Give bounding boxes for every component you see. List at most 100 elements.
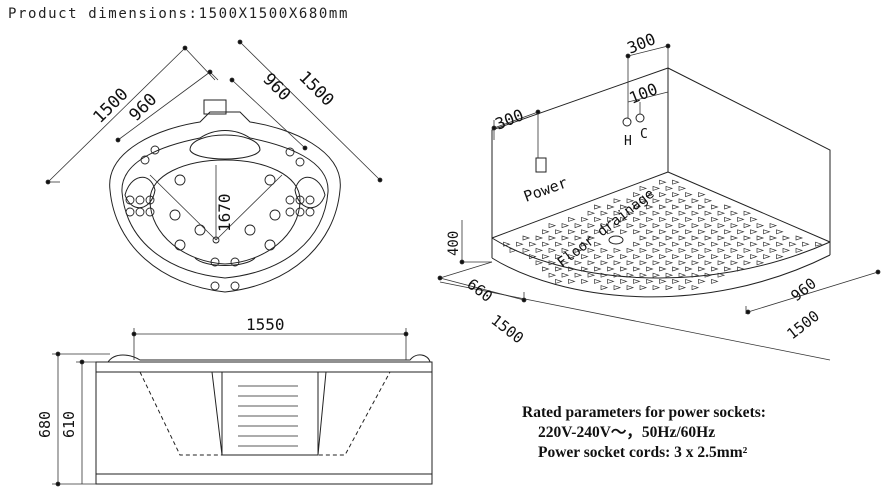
- floor-triangle: [568, 229, 576, 235]
- floor-triangle: [613, 272, 622, 278]
- floor-triangle: [672, 241, 680, 247]
- floor-triangle: [568, 254, 576, 260]
- floor-triangle: [626, 210, 635, 216]
- floor-triangle: [594, 229, 602, 235]
- top-dim-diagonal: 1670: [215, 193, 234, 232]
- floor-triangle: [730, 235, 739, 241]
- side-dim-lines: [52, 328, 409, 487]
- floor-triangle: [516, 241, 524, 247]
- floor-triangle: [626, 198, 635, 204]
- floor-triangle: [639, 185, 648, 191]
- floor-triangle: [639, 198, 648, 204]
- floor-triangle: [529, 241, 537, 247]
- floor-triangle: [743, 260, 752, 266]
- floor-triangle: [535, 247, 544, 253]
- floor-triangle: [626, 260, 635, 266]
- install-dim-valve-height: 100: [626, 79, 660, 107]
- floor-triangle: [750, 254, 758, 260]
- floor-triangle: [678, 235, 687, 241]
- tub-outline: [109, 111, 341, 293]
- floor-triangle: [652, 185, 661, 191]
- floor-triangle: [698, 192, 706, 198]
- floor-triangle: [574, 260, 583, 266]
- floor-triangle: [685, 216, 693, 222]
- install-dim-height: 400: [446, 231, 462, 256]
- floor-triangle: [594, 204, 602, 210]
- floor-triangle: [535, 260, 544, 266]
- floor-triangle: [711, 204, 719, 210]
- floor-triangle: [711, 278, 719, 284]
- floor-triangle: [600, 272, 609, 278]
- floor-triangle: [776, 229, 784, 235]
- floor-triangle: [756, 235, 765, 241]
- floor-triangle: [769, 247, 778, 253]
- floor-triangle: [665, 285, 674, 291]
- floor-triangle: [626, 272, 635, 278]
- floor-triangle: [711, 266, 719, 272]
- floor-triangle: [763, 241, 771, 247]
- floor-triangle: [555, 278, 563, 284]
- floor-triangle: [665, 247, 674, 253]
- floor-triangle: [607, 204, 615, 210]
- floor-triangle: [704, 235, 713, 241]
- floor-triangle: [555, 254, 563, 260]
- floor-triangle: [769, 235, 778, 241]
- floor-triangle: [581, 241, 589, 247]
- floor-triangle: [542, 241, 550, 247]
- floor-triangle: [659, 204, 667, 210]
- floor-triangle: [613, 247, 622, 253]
- install-dim-valve-offset: 300: [624, 29, 658, 57]
- floor-triangle: [691, 260, 700, 266]
- floor-triangle: [646, 216, 654, 222]
- floor-triangle: [646, 204, 654, 210]
- floor-triangle: [717, 247, 726, 253]
- rated-parameters-cords: Power socket cords: 3 x 2.5mm²: [538, 444, 748, 461]
- floor-triangle: [600, 247, 609, 253]
- floor-drain: [608, 235, 624, 245]
- floor-triangle: [730, 260, 739, 266]
- tub-inner-rim: [121, 130, 329, 279]
- floor-triangle: [659, 241, 667, 247]
- floor-triangle: [555, 229, 563, 235]
- install-dim-lines: [437, 43, 881, 361]
- floor-triangle: [633, 278, 641, 284]
- floor-triangle: [613, 210, 622, 216]
- floor-triangle: [737, 229, 745, 235]
- floor-triangle: [652, 198, 661, 204]
- floor-triangle: [646, 266, 654, 272]
- side-dim-total-height: 680: [36, 411, 54, 438]
- product-dimensions-header: Product dimensions:1500X1500X680mm: [8, 6, 349, 22]
- floor-triangle: [685, 266, 693, 272]
- floor-triangle: [613, 260, 622, 266]
- install-label-floor-drain: Floor drainage: [555, 186, 658, 271]
- floor-triangle: [724, 241, 732, 247]
- floor-triangle: [522, 247, 531, 253]
- floor-triangle: [613, 285, 622, 291]
- floor-triangle: [548, 272, 557, 278]
- install-label-cold: C: [640, 127, 648, 142]
- floor-triangle: [652, 223, 661, 229]
- floor-triangle: [698, 254, 706, 260]
- side-basin-dashed: [139, 371, 391, 456]
- floor-triangle: [600, 223, 609, 229]
- floor-triangle: [607, 216, 615, 222]
- floor-triangle: [607, 278, 615, 284]
- floor-triangle: [685, 278, 693, 284]
- top-dim-outer-right: 1500: [294, 67, 337, 110]
- floor-triangle: [717, 260, 726, 266]
- floor-triangle: [685, 204, 693, 210]
- floor-triangle: [665, 198, 674, 204]
- floor-triangle: [802, 241, 810, 247]
- floor-triangle: [607, 266, 615, 272]
- floor-triangle: [737, 254, 745, 260]
- floor-triangle: [639, 272, 648, 278]
- top-dim-inner-left: 960: [125, 90, 161, 126]
- install-dim-left-inner: 660: [464, 275, 496, 306]
- floor-triangle: [730, 247, 739, 253]
- floor-triangle: [685, 192, 693, 198]
- floor-triangle: [594, 241, 602, 247]
- floor-triangle: [587, 247, 596, 253]
- floor-triangle: [613, 223, 622, 229]
- floor-triangle: [561, 272, 570, 278]
- top-view: [45, 39, 383, 293]
